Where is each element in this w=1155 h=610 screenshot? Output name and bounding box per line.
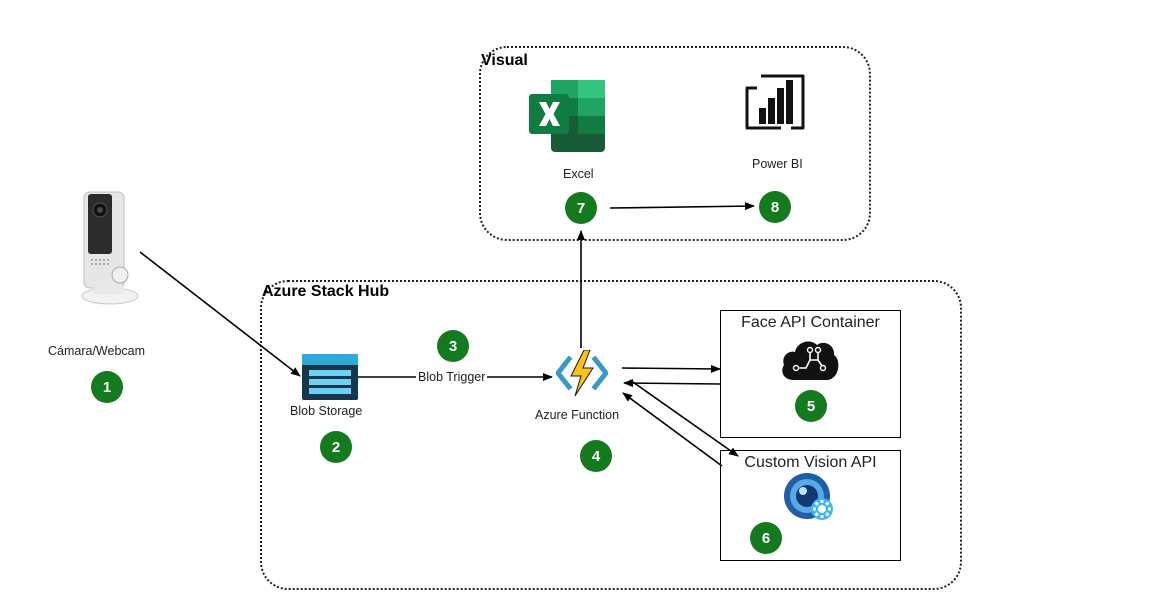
blob-storage-label: Blob Storage [290, 404, 363, 418]
visual-group-title: Visual [481, 52, 528, 69]
visual-group [479, 46, 871, 241]
step-6-badge: 6 [750, 522, 782, 554]
arrow-function-to-customvision [629, 379, 739, 457]
blob-storage-icon [302, 354, 358, 400]
step-2-badge: 2 [320, 431, 352, 463]
azure-function-label: Azure Function [535, 408, 620, 422]
excel-icon [529, 80, 607, 152]
webcam-icon [78, 190, 142, 308]
azure-stack-hub-group [260, 280, 962, 590]
power-bi-label: Power BI [752, 157, 803, 171]
azure-function-icon [554, 349, 610, 397]
arrow-camera-to-blob [139, 251, 301, 377]
arrow-customvision-to-function [622, 392, 723, 467]
face-api-title: Face API Container [741, 314, 880, 331]
arrow-function-to-face [621, 364, 721, 373]
arrow-excel-to-powerbi [609, 202, 755, 211]
step-7-badge: 7 [565, 192, 597, 224]
custom-vision-icon [783, 472, 837, 524]
power-bi-icon [743, 70, 809, 134]
excel-label: Excel [563, 167, 594, 181]
custom-vision-title: Custom Vision API [744, 454, 877, 471]
step-4-badge: 4 [580, 440, 612, 472]
step-3-badge: 3 [437, 330, 469, 362]
cognitive-services-icon [780, 338, 840, 382]
step-8-badge: 8 [759, 191, 791, 223]
azure-stack-hub-title: Azure Stack Hub [262, 283, 390, 300]
step-5-badge: 5 [795, 390, 827, 422]
arrow-face-to-function [623, 379, 721, 388]
step-1-badge: 1 [91, 371, 123, 403]
camera-label: Cámara/Webcam [48, 344, 146, 358]
blob-trigger-label: Blob Trigger [416, 370, 488, 384]
